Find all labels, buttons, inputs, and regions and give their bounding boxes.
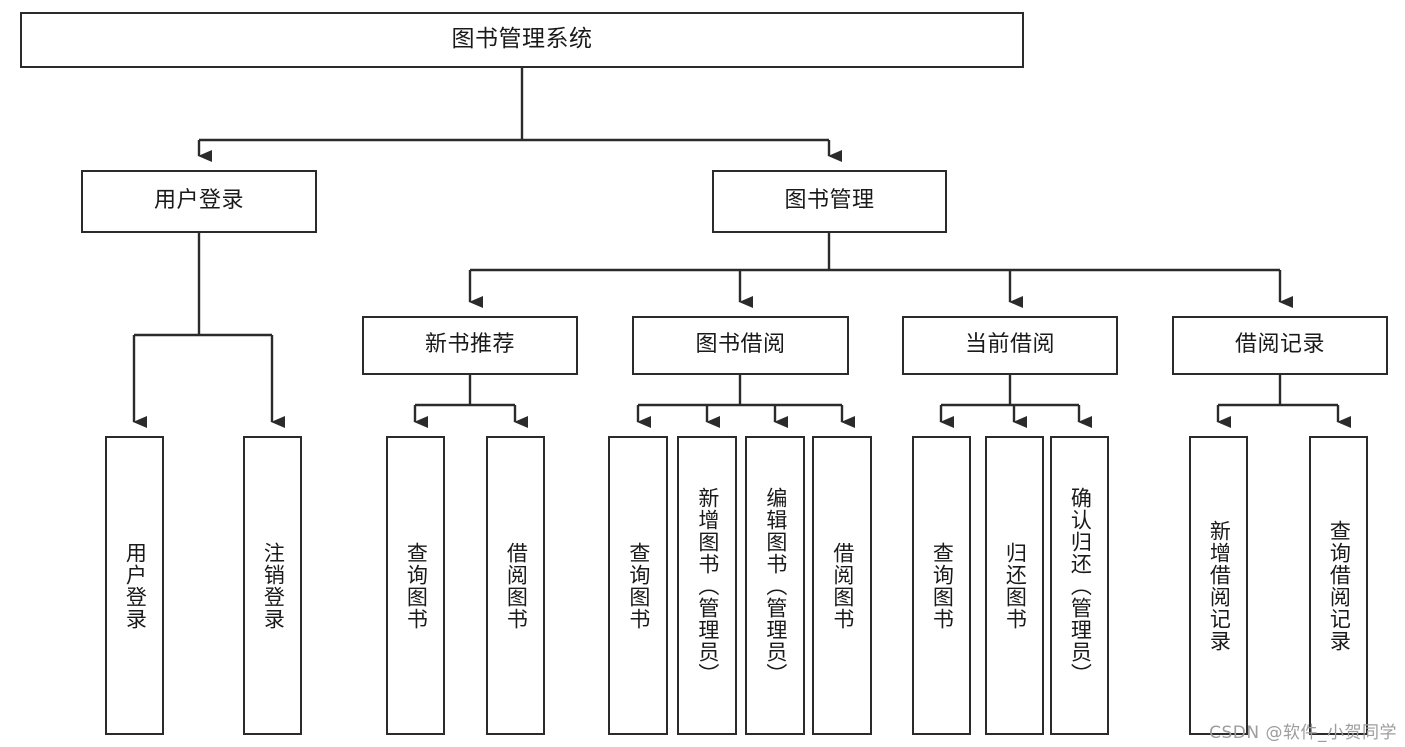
- node-label: 注销登录: [261, 541, 286, 630]
- level2-node-0[interactable]: 用户登录: [81, 170, 317, 233]
- leaf-node-8[interactable]: 查询图书: [912, 436, 971, 735]
- leaf-node-3[interactable]: 借阅图书: [486, 436, 545, 735]
- node-label: 图书借阅: [695, 332, 786, 358]
- leaf-node-12[interactable]: 查询借阅记录: [1309, 436, 1368, 735]
- leaf-node-6[interactable]: 编辑图书（管理员）: [745, 436, 805, 735]
- node-label: 新书推荐: [424, 332, 515, 358]
- leaf-node-9[interactable]: 归还图书: [985, 436, 1044, 735]
- node-label: 图书管理系统: [451, 26, 593, 53]
- node-label: 借阅图书: [830, 541, 855, 630]
- leaf-node-0[interactable]: 用户登录: [105, 436, 164, 735]
- node-label: 查询借阅记录: [1327, 519, 1352, 652]
- node-label: 归还图书: [1003, 541, 1028, 630]
- node-label: 查询图书: [930, 541, 955, 630]
- leaf-node-2[interactable]: 查询图书: [386, 436, 445, 735]
- node-label: 新增借阅记录: [1207, 519, 1232, 652]
- node-label: 当前借阅: [964, 332, 1055, 358]
- leaf-node-4[interactable]: 查询图书: [608, 436, 668, 735]
- node-label: 借阅图书: [504, 541, 529, 630]
- level3-node-3[interactable]: 借阅记录: [1172, 316, 1388, 375]
- node-label: 借阅记录: [1234, 332, 1325, 358]
- node-label: 用户登录: [153, 188, 244, 214]
- node-label: 查询图书: [626, 541, 651, 630]
- level2-node-1[interactable]: 图书管理: [712, 170, 947, 233]
- root-node[interactable]: 图书管理系统: [20, 12, 1024, 68]
- csdn-watermark: CSDN @软件_小贺同学: [1209, 723, 1397, 743]
- node-label: 新增图书（管理员）: [695, 486, 720, 685]
- leaf-node-11[interactable]: 新增借阅记录: [1189, 436, 1248, 735]
- node-label: 用户登录: [123, 541, 148, 630]
- level3-node-0[interactable]: 新书推荐: [362, 316, 578, 375]
- leaf-node-1[interactable]: 注销登录: [243, 436, 302, 735]
- leaf-node-5[interactable]: 新增图书（管理员）: [677, 436, 737, 735]
- node-label: 查询图书: [404, 541, 429, 630]
- node-label: 编辑图书（管理员）: [763, 486, 788, 685]
- node-label: 确认归还（管理员）: [1068, 486, 1093, 685]
- level3-node-2[interactable]: 当前借阅: [902, 316, 1118, 375]
- leaf-node-10[interactable]: 确认归还（管理员）: [1050, 436, 1109, 735]
- level3-node-1[interactable]: 图书借阅: [632, 316, 849, 375]
- leaf-node-7[interactable]: 借阅图书: [812, 436, 872, 735]
- node-label: 图书管理: [784, 188, 875, 214]
